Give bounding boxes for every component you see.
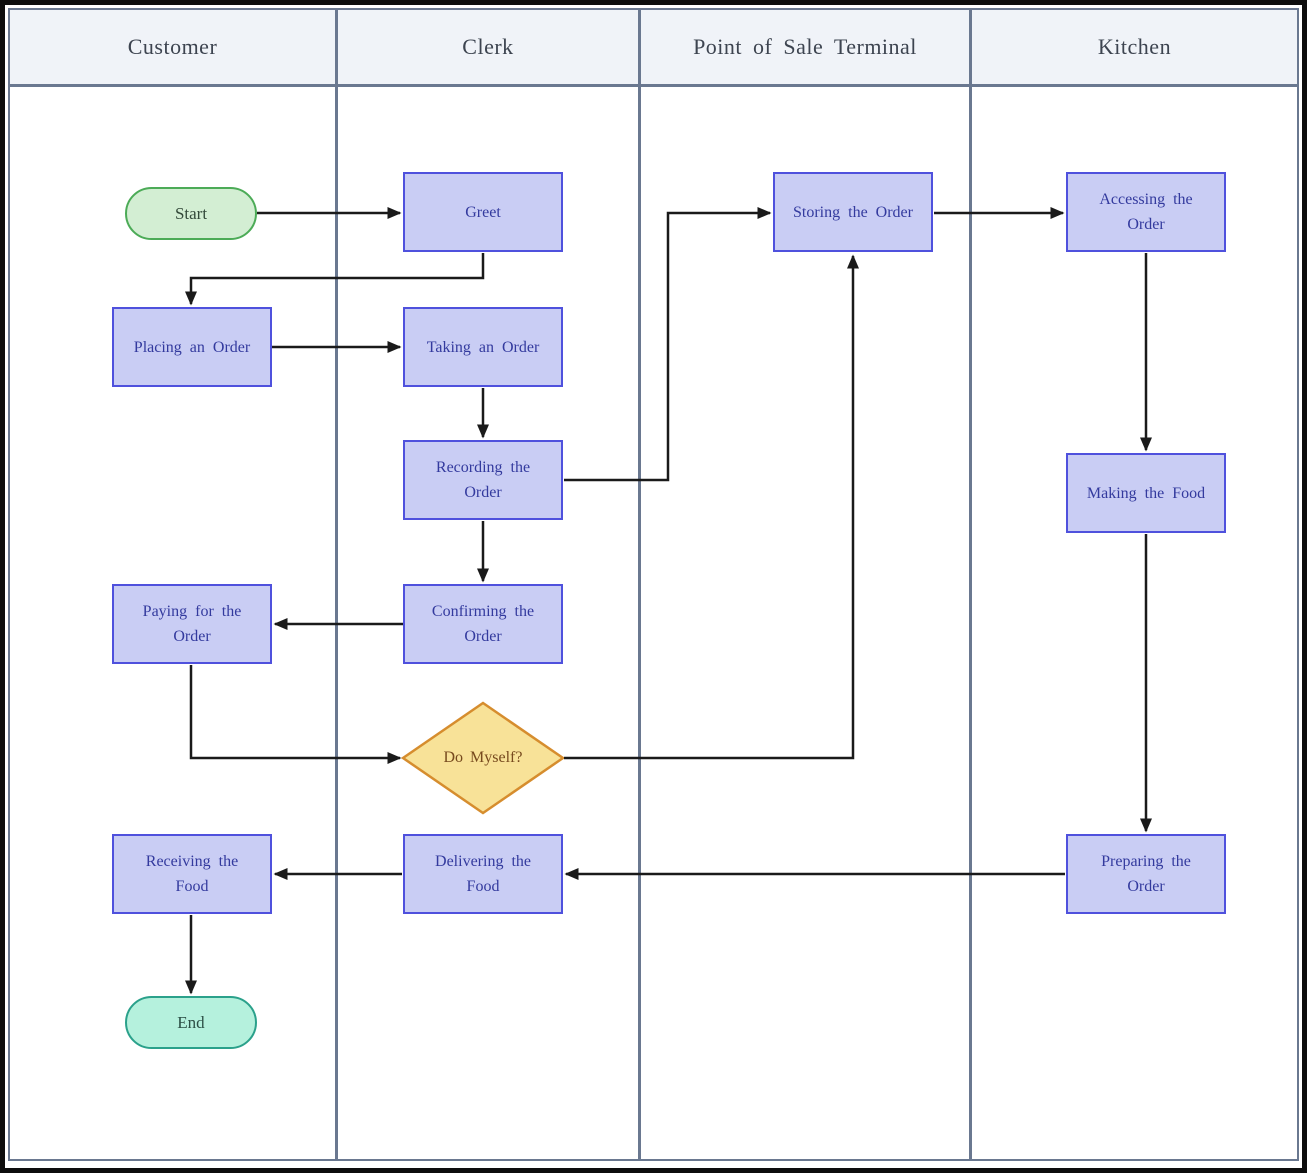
process-accessing-the-order[interactable]: Accessing the Order: [1066, 172, 1226, 252]
process-confirming-the-order[interactable]: Confirming the Order: [403, 584, 563, 664]
process-placing-an-order[interactable]: Placing an Order: [112, 307, 272, 387]
process-delivering-the-food[interactable]: Delivering the Food: [403, 834, 563, 914]
lane-header-kitchen[interactable]: Kitchen: [1097, 34, 1172, 59]
lane-header-pos-terminal[interactable]: Point of Sale Terminal: [641, 10, 972, 84]
decision-do-myself[interactable]: Do Myself?: [401, 701, 565, 815]
lane-divider-pos-kitchen: [969, 87, 972, 1159]
lane-header-clerk[interactable]: Clerk: [338, 10, 641, 84]
decision-diamond-shape: [401, 701, 565, 815]
start-terminator[interactable]: Start: [125, 187, 257, 240]
process-taking-an-order[interactable]: Taking an Order: [403, 307, 563, 387]
process-making-the-food[interactable]: Making the Food: [1066, 453, 1226, 533]
process-receiving-the-food[interactable]: Receiving the Food: [112, 834, 272, 914]
lane-divider-clerk-pos: [638, 87, 641, 1159]
process-paying-for-the-order[interactable]: Paying for the Order: [112, 584, 272, 664]
lane-header-customer[interactable]: Customer: [10, 10, 338, 84]
process-greet[interactable]: Greet: [403, 172, 563, 252]
process-storing-the-order[interactable]: Storing the Order: [773, 172, 933, 252]
end-terminator[interactable]: End: [125, 996, 257, 1049]
process-recording-the-order[interactable]: Recording the Order: [403, 440, 563, 520]
lane-header-row: Customer Clerk Point of Sale Terminal Ki…: [10, 10, 1297, 87]
process-preparing-the-order[interactable]: Preparing the Order: [1066, 834, 1226, 914]
decision-label: Do Myself?: [443, 749, 523, 766]
lane-divider-customer-clerk: [335, 87, 338, 1159]
